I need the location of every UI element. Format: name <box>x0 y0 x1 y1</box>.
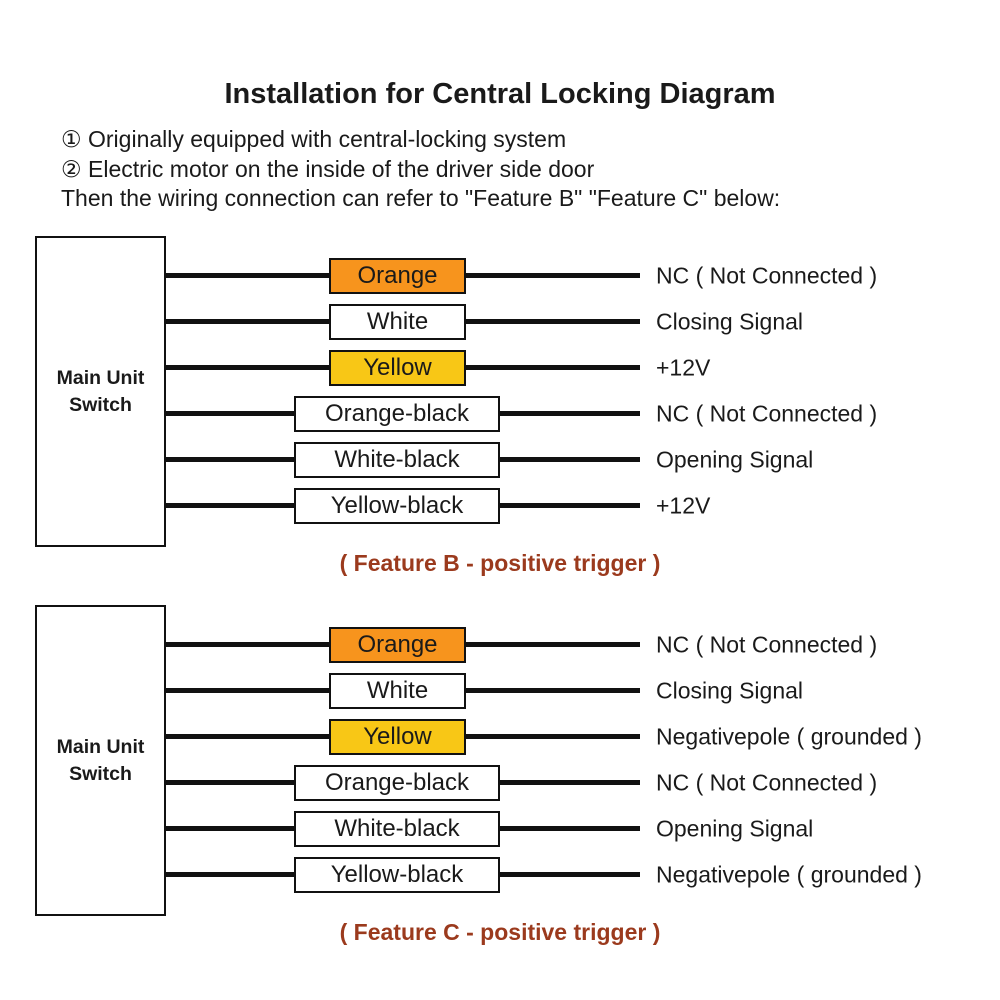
wire-color-label: Orange <box>357 262 438 289</box>
signal-label: NC ( Not Connected ) <box>656 400 878 427</box>
wire-row-orange-black: Orange-black NC ( Not Connected ) <box>0 391 1000 437</box>
wire-segment <box>166 872 295 877</box>
wire-color-box: Orange <box>329 627 466 663</box>
wire-row-yellow: Yellow Negativepole ( grounded ) <box>0 714 1000 760</box>
wire-segment <box>166 688 330 693</box>
signal-label: Negativepole ( grounded ) <box>656 723 922 750</box>
wire-color-box: White-black <box>294 811 500 847</box>
wire-color-label: Yellow-black <box>330 492 464 519</box>
wire-color-label: White <box>366 308 429 335</box>
wire-row-white: White Closing Signal <box>0 668 1000 714</box>
wire-color-label: Orange-black <box>324 769 470 796</box>
wire-color-box: Orange <box>329 258 466 294</box>
wire-color-box: Yellow <box>329 719 466 755</box>
wire-row-white-black: White-black Opening Signal <box>0 437 1000 483</box>
wire-segment <box>166 734 330 739</box>
feature-b-caption: ( Feature B - positive trigger ) <box>339 550 661 576</box>
wire-segment <box>464 688 640 693</box>
signal-label: NC ( Not Connected ) <box>656 631 878 658</box>
wire-color-box: White-black <box>294 442 500 478</box>
wire-segment <box>498 457 640 462</box>
signal-label: +12V <box>656 354 711 381</box>
signal-label: Opening Signal <box>656 815 814 842</box>
wire-row-white-black: White-black Opening Signal <box>0 806 1000 852</box>
wire-segment <box>498 411 640 416</box>
feature-c-diagram: Main Unit Switch Orange NC ( Not Connect… <box>0 605 1000 955</box>
wire-segment <box>464 365 640 370</box>
wire-row-yellow: Yellow +12V <box>0 345 1000 391</box>
wire-segment <box>498 826 640 831</box>
note-line-1: ① Originally equipped with central-locki… <box>61 126 567 152</box>
wire-color-box: Orange-black <box>294 765 500 801</box>
wire-segment <box>166 411 295 416</box>
wire-color-label: Orange-black <box>324 400 470 427</box>
wire-segment <box>166 503 295 508</box>
wire-color-box: White <box>329 304 466 340</box>
wire-segment <box>166 780 295 785</box>
wire-color-label: Orange <box>357 631 438 658</box>
wire-segment <box>498 780 640 785</box>
note-line-2: ② Electric motor on the inside of the dr… <box>61 155 595 182</box>
wire-segment <box>498 872 640 877</box>
wire-color-box: Yellow <box>329 350 466 386</box>
signal-label: +12V <box>656 492 711 519</box>
wire-segment <box>166 826 295 831</box>
wire-segment <box>464 642 640 647</box>
feature-b-diagram: Main Unit Switch Orange NC ( Not Connect… <box>0 236 1000 586</box>
signal-label: Closing Signal <box>656 308 804 335</box>
wire-segment <box>166 457 295 462</box>
wire-row-yellow-black: Yellow-black +12V <box>0 483 1000 529</box>
page-title: Installation for Central Locking Diagram <box>224 78 776 110</box>
main-unit-switch-box: Main Unit Switch <box>35 605 166 916</box>
wire-row-orange-black: Orange-black NC ( Not Connected ) <box>0 760 1000 806</box>
wire-segment <box>166 365 330 370</box>
main-unit-switch-label: Main Unit Switch <box>56 736 145 785</box>
wire-color-label: White-black <box>334 446 460 473</box>
wire-segment <box>464 734 640 739</box>
wire-row-orange: Orange NC ( Not Connected ) <box>0 622 1000 668</box>
feature-c-caption: ( Feature C - positive trigger ) <box>339 919 661 945</box>
wire-color-label: Yellow <box>363 354 432 381</box>
signal-label: NC ( Not Connected ) <box>656 262 878 289</box>
wire-color-box: White <box>329 673 466 709</box>
wire-segment <box>464 273 640 278</box>
wire-row-yellow-black: Yellow-black Negativepole ( grounded ) <box>0 852 1000 898</box>
wire-color-box: Yellow-black <box>294 488 500 524</box>
wire-segment <box>166 273 330 278</box>
signal-label: Closing Signal <box>656 677 804 704</box>
wire-color-label: Yellow-black <box>330 861 464 888</box>
wire-segment <box>166 642 330 647</box>
signal-label: Negativepole ( grounded ) <box>656 861 922 888</box>
wire-color-box: Yellow-black <box>294 857 500 893</box>
wire-segment <box>498 503 640 508</box>
main-unit-switch-label: Main Unit Switch <box>56 367 145 416</box>
wire-row-white: White Closing Signal <box>0 299 1000 345</box>
signal-label: Opening Signal <box>656 446 814 473</box>
wire-segment <box>166 319 330 324</box>
instruction-notes: ① Originally equipped with central-locki… <box>61 125 780 214</box>
wire-segment <box>464 319 640 324</box>
wire-row-orange: Orange NC ( Not Connected ) <box>0 253 1000 299</box>
note-line-3: Then the wiring connection can refer to … <box>61 185 781 211</box>
wire-color-box: Orange-black <box>294 396 500 432</box>
signal-label: NC ( Not Connected ) <box>656 769 878 796</box>
wire-color-label: Yellow <box>363 723 432 750</box>
main-unit-switch-box: Main Unit Switch <box>35 236 166 547</box>
wire-color-label: White-black <box>334 815 460 842</box>
wire-color-label: White <box>366 677 429 704</box>
